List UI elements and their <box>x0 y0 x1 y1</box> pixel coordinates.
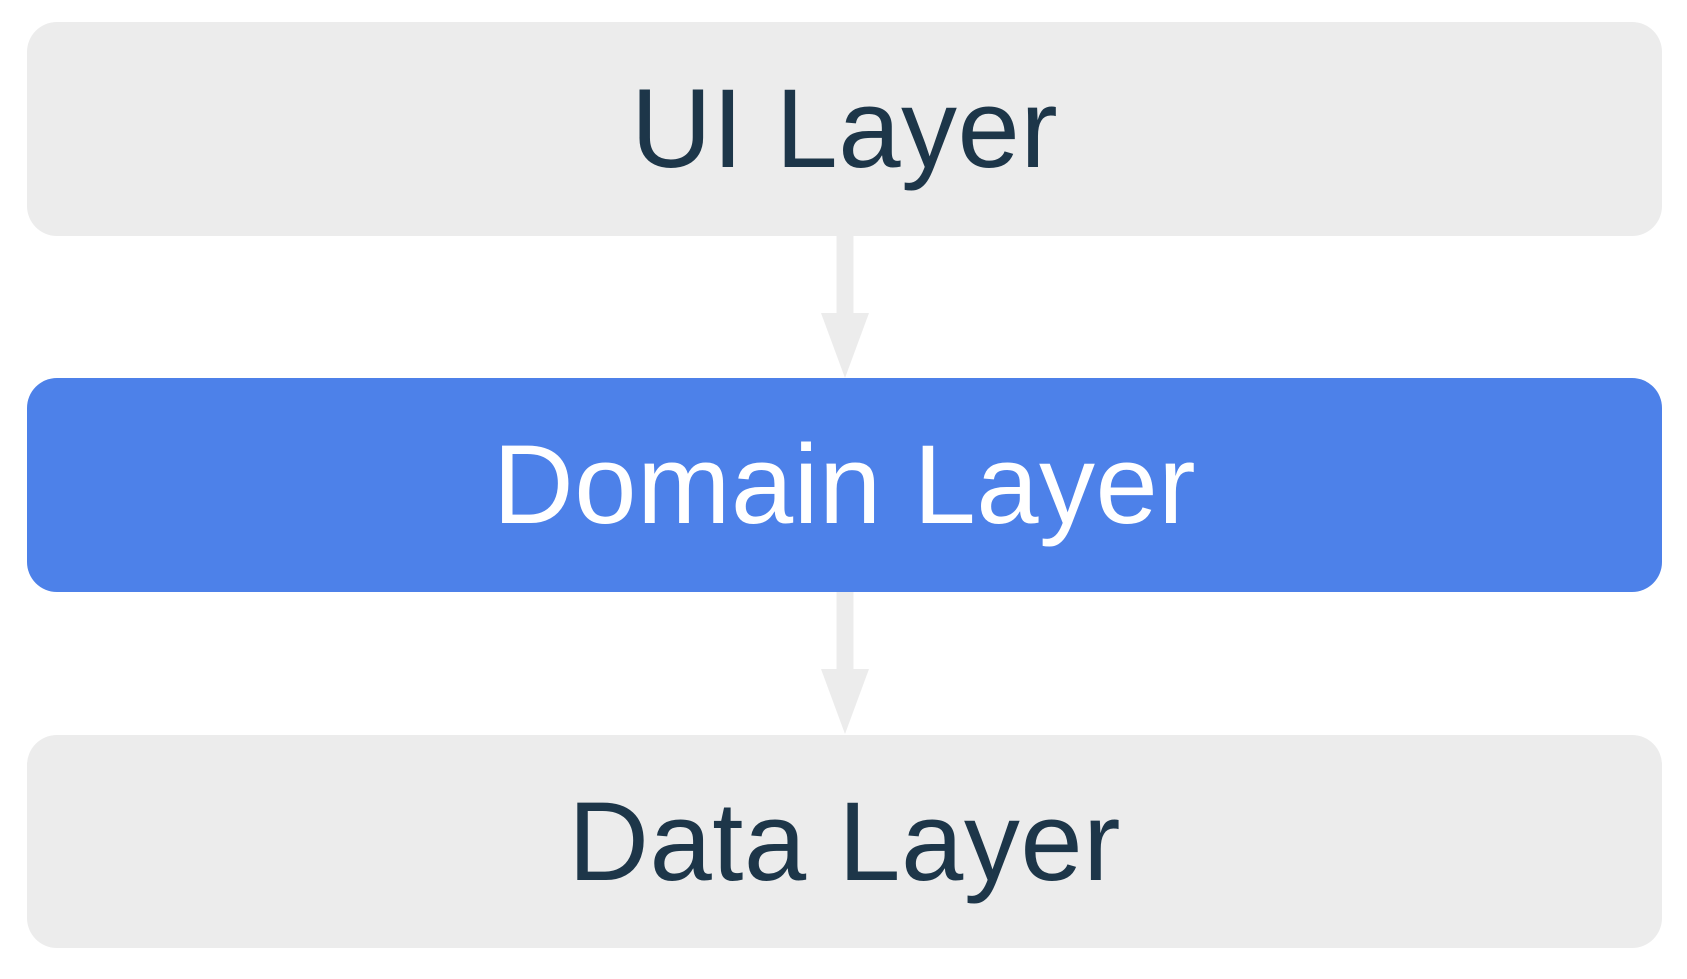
layer-box-ui: UI Layer <box>27 22 1662 236</box>
layer-label-ui: UI Layer <box>630 66 1059 191</box>
layer-label-domain: Domain Layer <box>492 422 1197 547</box>
layer-box-domain: Domain Layer <box>27 378 1662 592</box>
arrow-ui-to-domain <box>821 236 869 378</box>
arrow-domain-to-data <box>821 592 869 734</box>
layer-box-data: Data Layer <box>27 735 1662 948</box>
arrow-down-icon <box>821 236 869 378</box>
layer-label-data: Data Layer <box>568 778 1121 904</box>
arrow-down-icon <box>821 592 869 734</box>
